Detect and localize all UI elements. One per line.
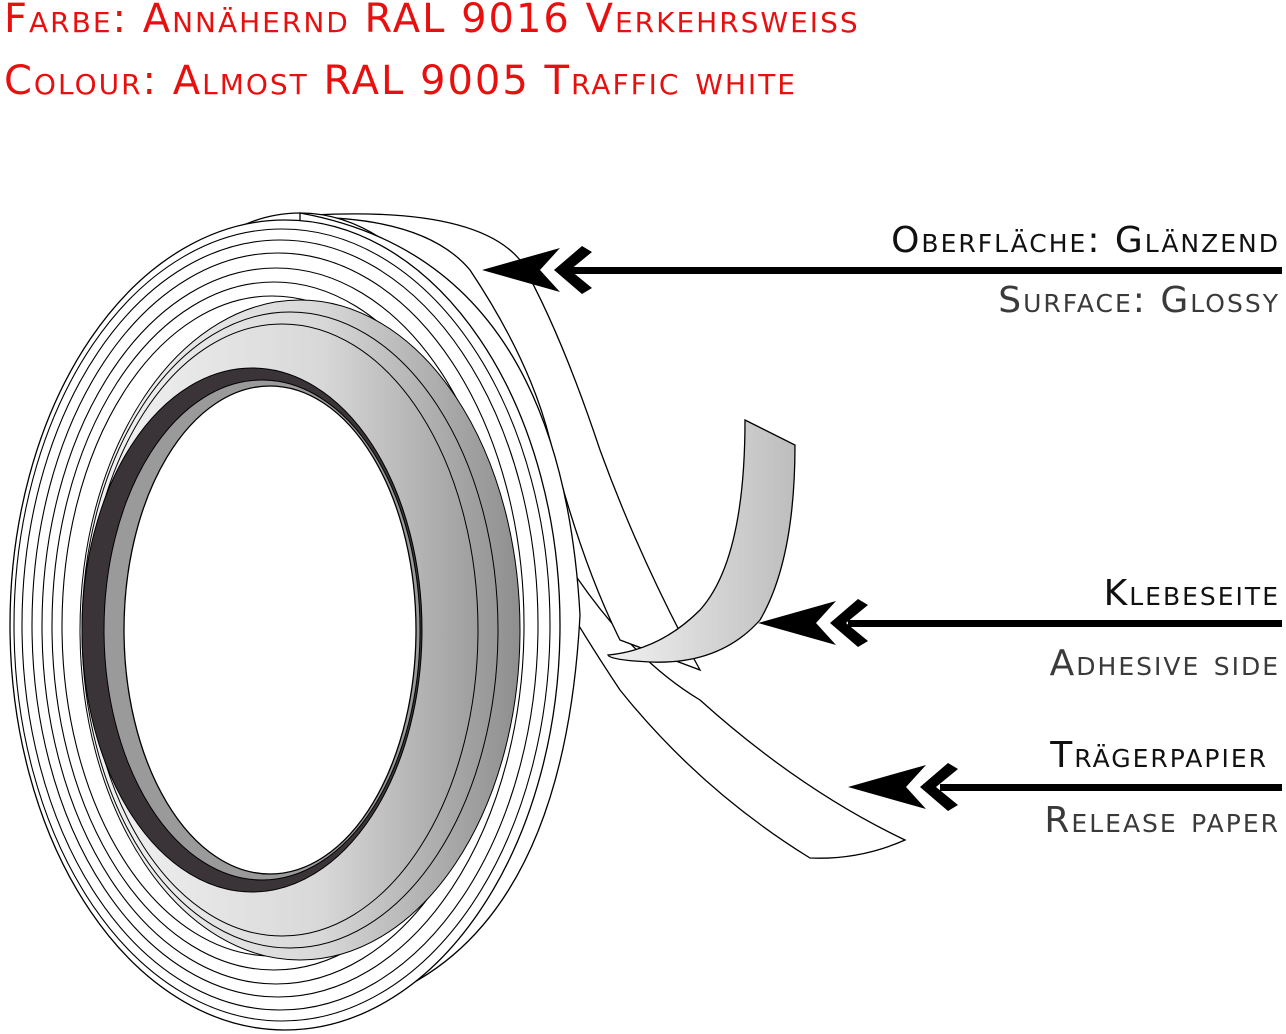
header-color-de: Farbe: Annähernd RAL 9016 Verkehrsweiss	[4, 0, 860, 42]
label-surface-de: Oberfläche: Glänzend	[891, 220, 1280, 261]
label-surface-en: Surface: Glossy	[998, 280, 1280, 321]
label-adhesive-de: Klebeseite	[1103, 573, 1280, 614]
adhesive-curl	[607, 418, 796, 663]
arrow-adhesive	[758, 599, 1282, 647]
roll-hole	[123, 385, 417, 875]
tape-outer-band	[269, 213, 702, 672]
release-paper-strip	[519, 479, 907, 859]
arrow-release	[848, 763, 1282, 811]
header-color-en: Colour: Almost RAL 9005 Traffic white	[4, 58, 797, 104]
label-release-de: Trägerpapier	[1050, 735, 1268, 776]
arrow-surface	[482, 246, 1282, 294]
label-release-en: Release paper	[1044, 800, 1280, 841]
label-adhesive-en: Adhesive side	[1049, 643, 1280, 684]
